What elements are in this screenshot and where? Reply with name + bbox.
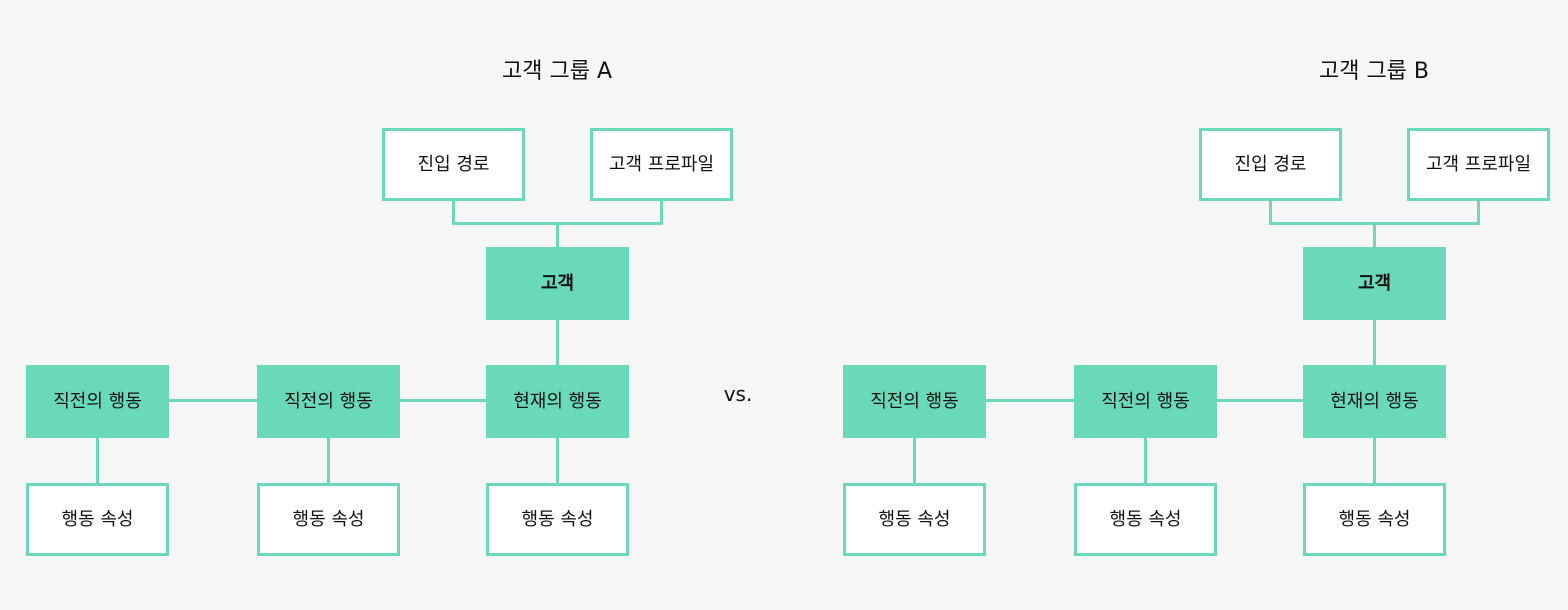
group-b-previous-action-box: 직전의 행동 — [1074, 365, 1217, 438]
group-a-customer-box: 고객 — [486, 247, 629, 320]
connector-line — [1269, 200, 1272, 224]
group-b-profile-box: 고객 프로파일 — [1407, 128, 1550, 201]
connector-line — [913, 437, 916, 485]
connector-line — [1144, 437, 1147, 485]
group-a-title: 고객 그룹 A — [502, 59, 612, 84]
group-b-action-attribute-box: 행동 속성 — [1303, 483, 1446, 556]
group-a-action-attribute-box: 행동 속성 — [26, 483, 169, 556]
group-a-profile-box: 고객 프로파일 — [590, 128, 733, 201]
connector-line — [556, 222, 559, 248]
connector-line — [327, 437, 330, 485]
group-b-current-action-box: 현재의 행동 — [1303, 365, 1446, 438]
group-b-previous-action-box: 직전의 행동 — [843, 365, 986, 438]
connector-line — [1373, 222, 1376, 248]
group-a-previous-action-box: 직전의 행동 — [26, 365, 169, 438]
group-a-action-attribute-box: 행동 속성 — [486, 483, 629, 556]
connector-line — [1477, 200, 1480, 224]
group-b-action-attribute-box: 행동 속성 — [843, 483, 986, 556]
group-a-action-attribute-box: 행동 속성 — [257, 483, 400, 556]
group-a-previous-action-box: 직전의 행동 — [257, 365, 400, 438]
connector-line — [1373, 319, 1376, 366]
group-b-title: 고객 그룹 B — [1318, 59, 1430, 84]
group-a-entry-path-box: 진입 경로 — [382, 128, 525, 201]
vs-label: vs. — [723, 382, 753, 406]
connector-line — [452, 200, 455, 224]
group-a-current-action-box: 현재의 행동 — [486, 365, 629, 438]
group-b-customer-box: 고객 — [1303, 247, 1446, 320]
connector-line — [556, 319, 559, 366]
connector-line — [96, 437, 99, 485]
group-b-action-attribute-box: 행동 속성 — [1074, 483, 1217, 556]
group-b-entry-path-box: 진입 경로 — [1199, 128, 1342, 201]
connector-line — [556, 437, 559, 485]
connector-line — [660, 200, 663, 224]
connector-line — [1373, 437, 1376, 485]
